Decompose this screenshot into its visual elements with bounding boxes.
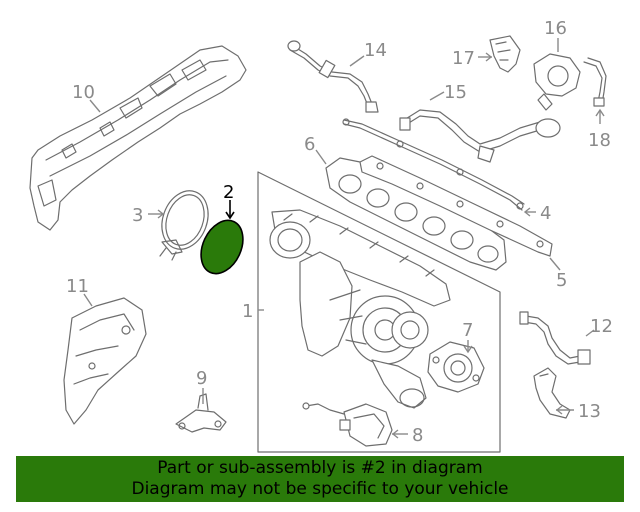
banner-line-2: Diagram may not be specific to your vehi… (131, 479, 509, 499)
leader-14 (349, 55, 365, 67)
callout-3: 3 (132, 205, 143, 226)
info-banner: Part or sub-assembly is #2 in diagram Di… (16, 456, 624, 502)
leader-5 (549, 257, 561, 271)
leader-12 (585, 329, 595, 337)
part-7-flange (427, 341, 485, 393)
part-18-clip (583, 57, 607, 107)
callout-12: 12 (590, 316, 613, 337)
callout-11: 11 (66, 276, 89, 297)
part-1-turbocharger (257, 171, 501, 453)
callout-17: 17 (452, 48, 475, 69)
callout-8: 8 (412, 425, 423, 446)
part-3-clamp (159, 190, 209, 261)
callout-16: 16 (544, 18, 567, 39)
callout-1: 1 (242, 301, 253, 322)
part-14-coolant-line (287, 40, 379, 113)
leader-10 (89, 99, 101, 113)
leader-15 (429, 91, 445, 101)
part-10-heat-shield (29, 45, 247, 231)
part-9-bracket (175, 393, 227, 433)
leader-6 (315, 149, 327, 165)
callout-9: 9 (196, 368, 207, 389)
callout-15: 15 (444, 82, 467, 103)
callout-7: 7 (462, 320, 473, 341)
part-12-sensor (519, 311, 591, 365)
part-4-sealing-strip (342, 118, 525, 211)
part-5-gasket-strip (359, 155, 553, 257)
callout-14: 14 (364, 40, 387, 61)
callout-13: 13 (578, 401, 601, 422)
leader-11 (83, 293, 93, 307)
callout-4: 4 (540, 203, 551, 224)
callout-2: 2 (223, 182, 234, 203)
callout-18: 18 (588, 130, 611, 151)
part-2-gasket (200, 219, 244, 275)
part-11-heat-shield (63, 297, 147, 425)
callout-5: 5 (556, 270, 567, 291)
banner-line-1: Part or sub-assembly is #2 in diagram (157, 458, 483, 478)
part-8-actuator (302, 402, 393, 447)
part-15-coolant-pipe (399, 109, 561, 163)
callout-6: 6 (304, 134, 315, 155)
part-16-water-pump (533, 53, 581, 111)
callout-10: 10 (72, 82, 95, 103)
part-17-bracket (489, 35, 521, 73)
